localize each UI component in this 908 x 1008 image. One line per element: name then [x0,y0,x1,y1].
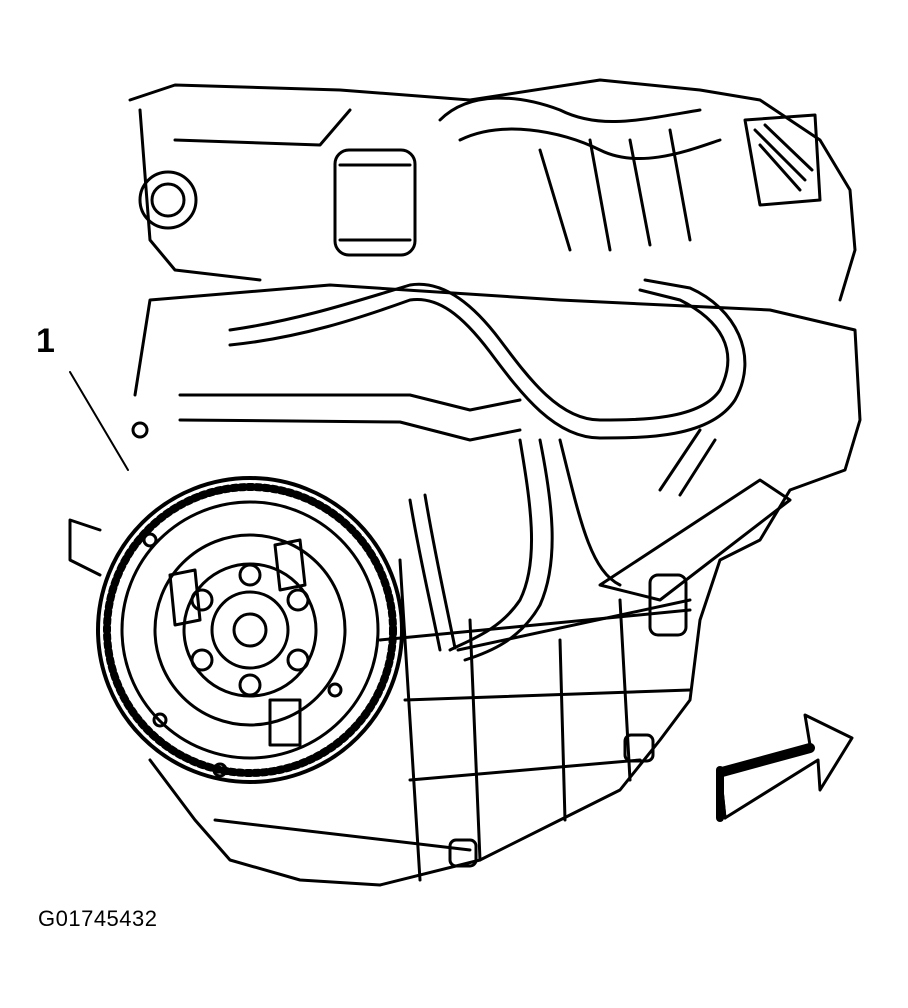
wiring-harness [408,438,792,662]
flywheel [68,421,404,784]
coolant-hoses [178,278,747,497]
direction-arrow-icon [716,713,854,822]
figure-id: G01745432 [38,906,158,931]
engine-block [133,283,862,887]
callout-label-1: 1 [36,322,55,360]
callout-1-leader [69,371,129,471]
intake-manifold [128,78,857,302]
